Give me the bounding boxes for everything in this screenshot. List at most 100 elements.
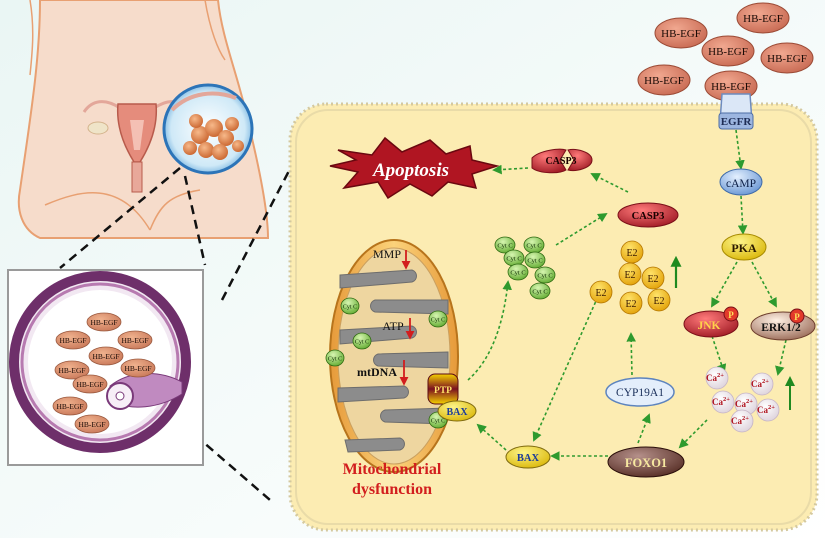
mtdna-label: mtDNA bbox=[357, 365, 397, 379]
follicle-hb-egf-label: HB-EGF bbox=[56, 402, 83, 411]
follicle-hb-egf: HB-EGF bbox=[72, 374, 108, 394]
egfr-label: EGFR bbox=[721, 116, 753, 128]
cytc-molecule: Cyt C bbox=[529, 282, 551, 300]
cyp19a1-node: CYP19A1 bbox=[605, 377, 675, 407]
pka-label: PKA bbox=[731, 241, 757, 255]
follicle-hb-egf: HB-EGF bbox=[55, 330, 91, 350]
jnk-node: JNK P bbox=[683, 306, 739, 338]
atp-label: ATP bbox=[382, 319, 404, 333]
signal-arrows bbox=[467, 129, 787, 461]
follicle-hb-egf: HB-EGF bbox=[117, 330, 153, 350]
e2-label: E2 bbox=[653, 296, 664, 307]
hb-egf-label: HB-EGF bbox=[661, 28, 701, 40]
calcium-ion: Ca2+ bbox=[705, 366, 729, 390]
cytc-molecule: Cyt C bbox=[523, 236, 545, 254]
hb-egf-ligand: HB-EGF bbox=[701, 35, 755, 67]
caption-line2: dysfunction bbox=[352, 481, 432, 498]
cytc-label: Cyt C bbox=[526, 243, 541, 250]
bax-label: BAX bbox=[517, 453, 540, 464]
follicle-hb-egf-label: HB-EGF bbox=[76, 380, 103, 389]
calcium-ion: Ca2+ bbox=[750, 372, 774, 396]
follicle-hb-egf-label: HB-EGF bbox=[124, 364, 151, 373]
follicle-hb-egf: HB-EGF bbox=[52, 396, 88, 416]
calcium-label: Ca2+ bbox=[757, 404, 775, 415]
hb-egf-ligand: HB-EGF bbox=[760, 42, 814, 74]
follicle-hb-egf-label: HB-EGF bbox=[121, 336, 148, 345]
calcium-ion: Ca2+ bbox=[730, 409, 754, 433]
hb-egf-label: HB-EGF bbox=[767, 53, 807, 65]
ovary-magnified bbox=[162, 83, 254, 175]
calcium-label: Ca2+ bbox=[712, 396, 730, 407]
mito-cytc-label: Cyt C bbox=[431, 419, 445, 425]
cytc-label: Cyt C bbox=[510, 270, 525, 277]
follicle-hb-egf-label: HB-EGF bbox=[78, 420, 105, 429]
e2-label: E2 bbox=[626, 248, 637, 259]
calcium-ion: Ca2+ bbox=[711, 390, 735, 414]
calcium-ion: Ca2+ bbox=[756, 398, 780, 422]
follicle-hb-egf: HB-EGF bbox=[74, 414, 110, 434]
mito-labels: MMP ATP mtDNA bbox=[357, 247, 415, 386]
erk-phospho-label: P bbox=[794, 312, 800, 322]
follicle-hb-egf: HB-EGF bbox=[54, 360, 90, 380]
ptp-channel: PTP bbox=[427, 373, 459, 405]
e2-label: E2 bbox=[624, 270, 635, 281]
follicle-hb-egf: HB-EGF bbox=[120, 358, 156, 378]
follicle-hb-egf-label: HB-EGF bbox=[92, 352, 119, 361]
camp-label: cAMP bbox=[726, 178, 756, 190]
hb-egf-ligand: HB-EGF bbox=[654, 17, 708, 49]
cytc-molecule: Cyt C bbox=[494, 236, 516, 254]
cytc-molecule: Cyt C bbox=[524, 251, 546, 269]
pka-node: PKA bbox=[721, 233, 767, 261]
casp3-label: CASP3 bbox=[632, 211, 665, 222]
hb-egf-label: HB-EGF bbox=[743, 13, 783, 25]
e2-molecule: E2 bbox=[619, 291, 643, 315]
mitochondrion bbox=[329, 239, 459, 473]
apoptosis-label: Apoptosis bbox=[372, 160, 449, 181]
hb-egf-ligand: HB-EGF bbox=[736, 2, 790, 34]
zoom-lines bbox=[59, 164, 294, 501]
hb-egf-label: HB-EGF bbox=[644, 75, 684, 87]
follicle-hb-egf-label: HB-EGF bbox=[58, 366, 85, 375]
camp-node: cAMP bbox=[719, 168, 763, 196]
cyp19a1-label: CYP19A1 bbox=[616, 387, 664, 399]
erk-label: ERK1/2 bbox=[761, 322, 801, 334]
follicle-hb-egf-label: HB-EGF bbox=[59, 336, 86, 345]
cytc-label: Cyt C bbox=[497, 243, 512, 250]
e2-label: E2 bbox=[625, 299, 636, 310]
foxo1-label: FOXO1 bbox=[625, 456, 667, 470]
jnk-label: JNK bbox=[698, 320, 721, 332]
mito-caption: Mitochondrial dysfunction bbox=[343, 461, 442, 498]
mito-cytc-molecule: Cyt C bbox=[352, 332, 372, 350]
apoptosis-burst: Apoptosis bbox=[329, 136, 500, 200]
cell-inner-membrane bbox=[295, 109, 812, 525]
foxo1-node: FOXO1 bbox=[607, 446, 685, 478]
cytc-label: Cyt C bbox=[527, 258, 542, 265]
casp3-cleaved-label: CASP3 bbox=[545, 156, 576, 167]
e2-molecule: E2 bbox=[620, 240, 644, 264]
e2-label: E2 bbox=[595, 288, 606, 299]
casp3-cleaved-node: CASP3 bbox=[531, 148, 593, 174]
cytc-label: Cyt C bbox=[532, 289, 547, 296]
hb-egf-ligand: HB-EGF bbox=[637, 64, 691, 96]
calcium-label: Ca2+ bbox=[706, 372, 724, 383]
caption-line1: Mitochondrial bbox=[343, 461, 442, 478]
cytc-molecule: Cyt C bbox=[534, 266, 556, 284]
e2-molecule: E2 bbox=[647, 288, 671, 312]
mmp-label: MMP bbox=[373, 247, 401, 261]
e2-molecule: E2 bbox=[589, 280, 613, 304]
cytc-label: Cyt C bbox=[537, 273, 552, 280]
mito-cytc-molecule: Cyt C bbox=[325, 349, 345, 367]
cytc-label: Cyt C bbox=[506, 256, 521, 263]
hb-egf-label: HB-EGF bbox=[708, 46, 748, 58]
cytc-molecule: Cyt C bbox=[507, 263, 529, 281]
mito-cytc-molecule: Cyt C bbox=[340, 297, 360, 315]
calcium-cluster: Ca2+Ca2+Ca2+Ca2+Ca2+Ca2+ bbox=[705, 366, 780, 433]
bax-node: BAX bbox=[505, 445, 551, 469]
bax-membrane-label: BAX bbox=[446, 407, 468, 418]
mito-cytc-label: Cyt C bbox=[431, 318, 445, 324]
